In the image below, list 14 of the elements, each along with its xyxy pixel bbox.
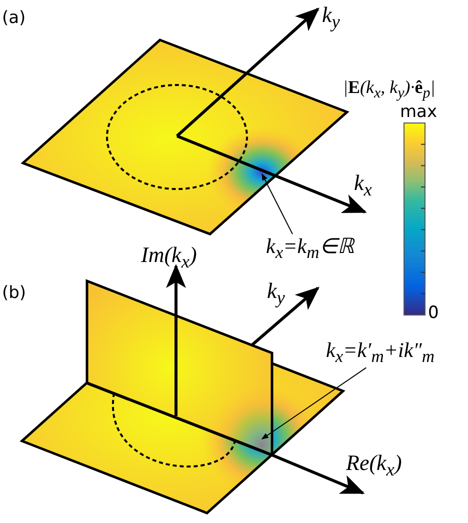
axis-label: Im(k$_{x}$) xyxy=(141,244,197,271)
leader-line xyxy=(261,367,367,440)
axis-label: k$_{x}$ xyxy=(354,172,372,199)
annotation-label: k$_{x}$=k$_{m}$∈ℝ xyxy=(266,236,354,262)
tick-label: 0 xyxy=(428,305,439,322)
tick-label: max xyxy=(400,104,438,121)
axis-label: k$_{y}$ xyxy=(267,280,285,307)
colorbar-title: |E(k$_{x}$, k$_{y}$)·ê$_{p}$| xyxy=(343,78,436,102)
panel-label: (a) xyxy=(2,10,26,27)
panel-label: (b) xyxy=(2,285,26,302)
annotation-label: k$_{x}$=k′$_{m}$+ik″$_{m}$ xyxy=(326,340,435,366)
axis-label: Re(k$_{x}$) xyxy=(346,452,402,479)
axis-label: k$_{y}$ xyxy=(322,4,340,31)
leader-line xyxy=(262,173,293,234)
